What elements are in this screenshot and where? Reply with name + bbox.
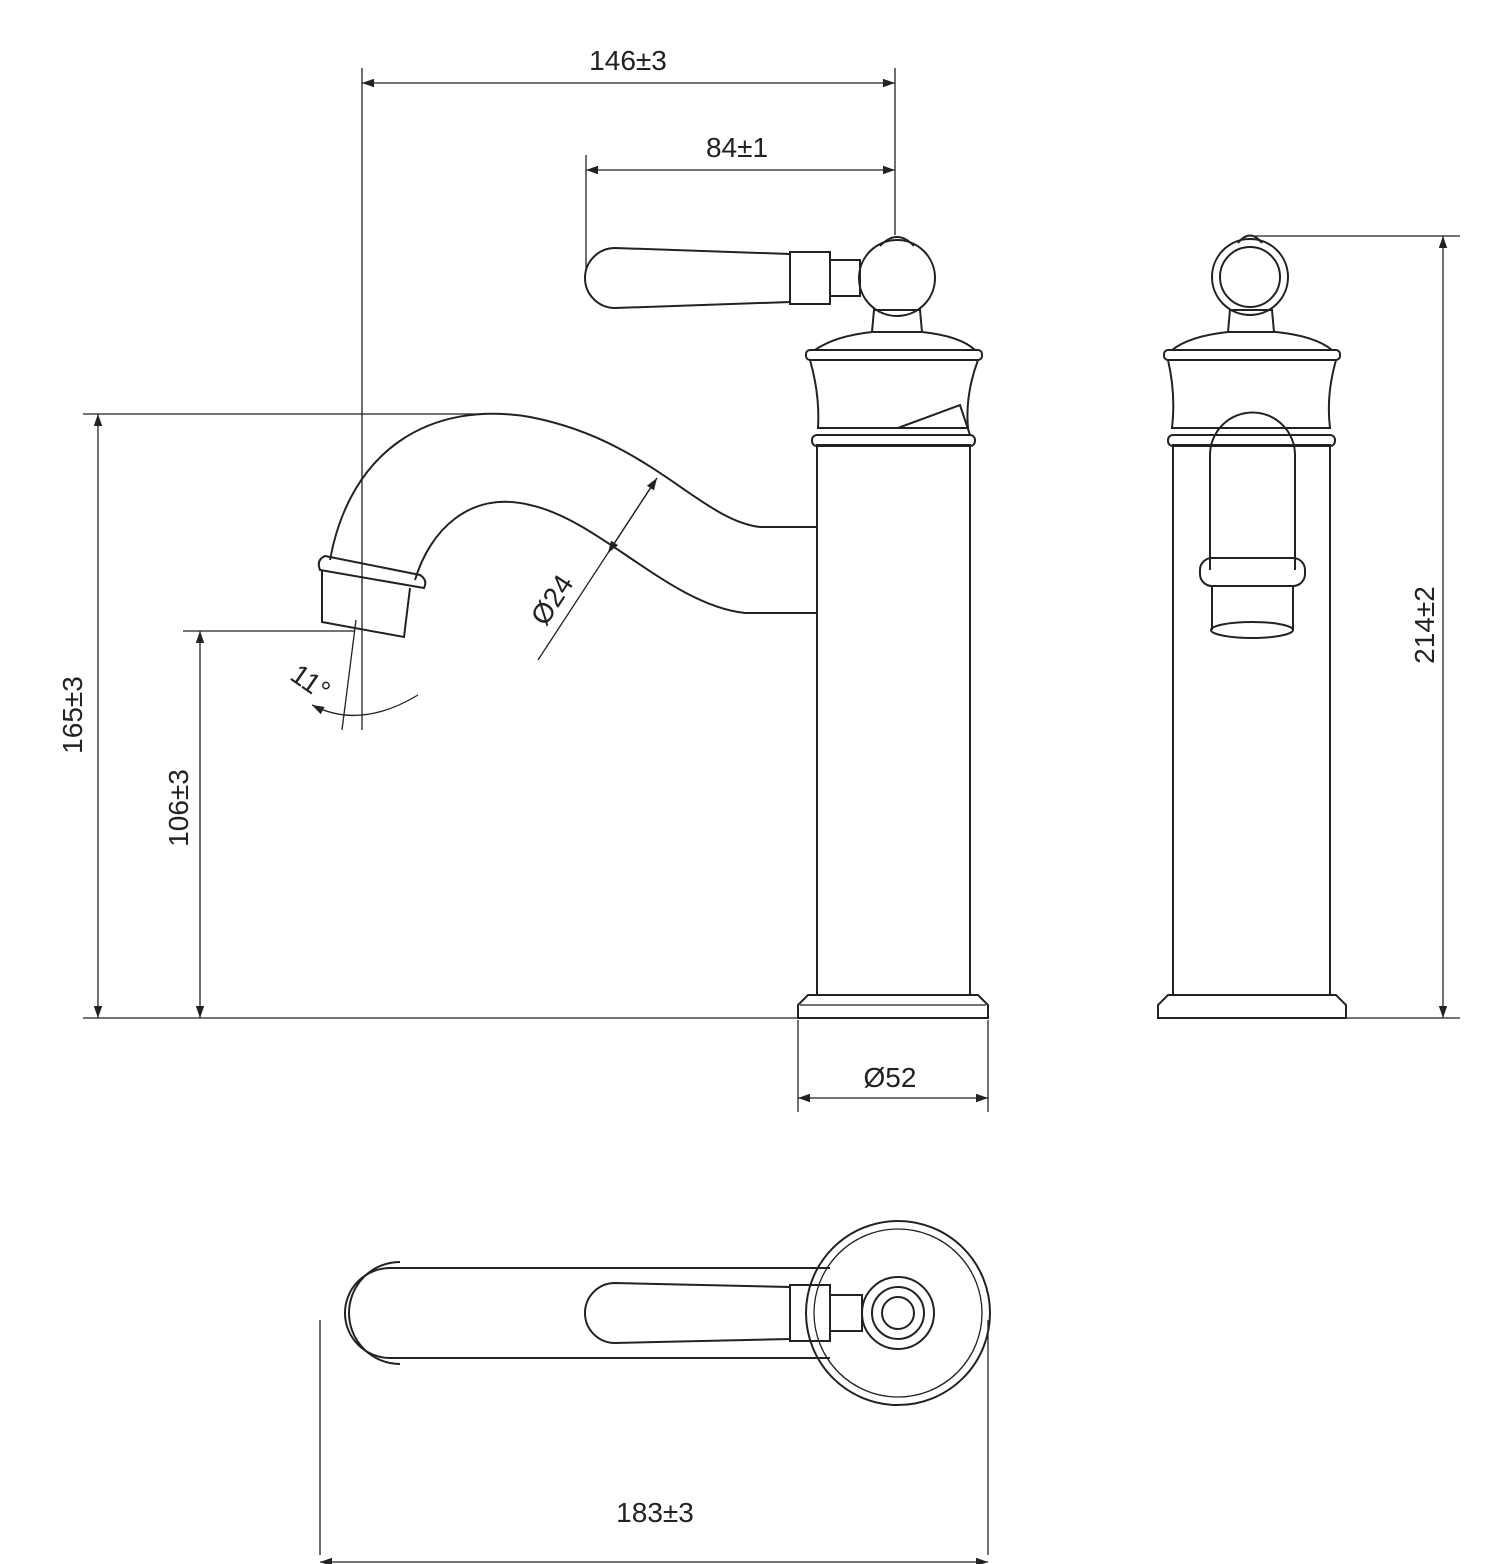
spout-front [1209,411,1296,570]
column [816,444,971,996]
handle-hub [858,236,936,333]
label-165: 165±3 [57,676,88,754]
label-24: Ø24 [525,569,580,630]
label-52: Ø52 [864,1062,917,1093]
label-angle: 11° [285,658,336,706]
label-84: 84±1 [706,132,768,163]
label-183: 183±3 [616,1497,694,1528]
front-view [317,236,989,1019]
label-214: 214±2 [1409,586,1440,664]
spout [317,412,817,639]
collar-ring [811,434,976,447]
top-view [344,1220,991,1406]
dimension-labels: 146±3 84±1 165±3 106±3 Ø24 11° Ø52 214±2… [57,45,1440,1528]
side-view [1157,234,1347,1019]
cap-body [805,331,983,436]
base [797,994,989,1019]
label-146: 146±3 [589,45,667,76]
dimension-lines [83,68,1460,1564]
lever-handle [584,246,861,310]
label-106: 106±3 [163,769,194,847]
